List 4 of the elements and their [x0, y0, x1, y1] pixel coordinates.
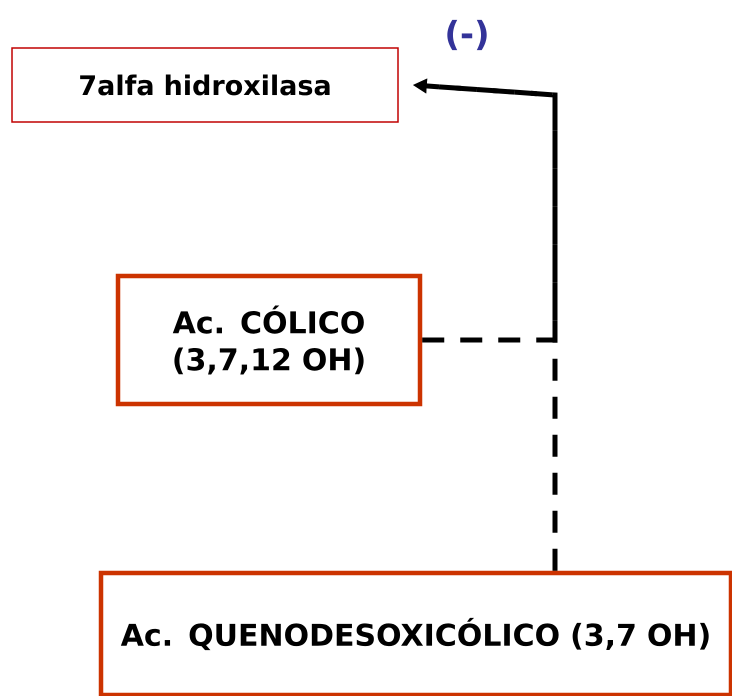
edge-label: (-) — [447, 20, 487, 50]
label-box: Ac. QUENODESOXICÓLICO (3,7 OH) — [98, 570, 732, 696]
label-box: 7alfa hidroxilasa — [11, 47, 399, 123]
label-box: Ac. CÓLICO (3,7,12 OH) — [116, 274, 422, 406]
